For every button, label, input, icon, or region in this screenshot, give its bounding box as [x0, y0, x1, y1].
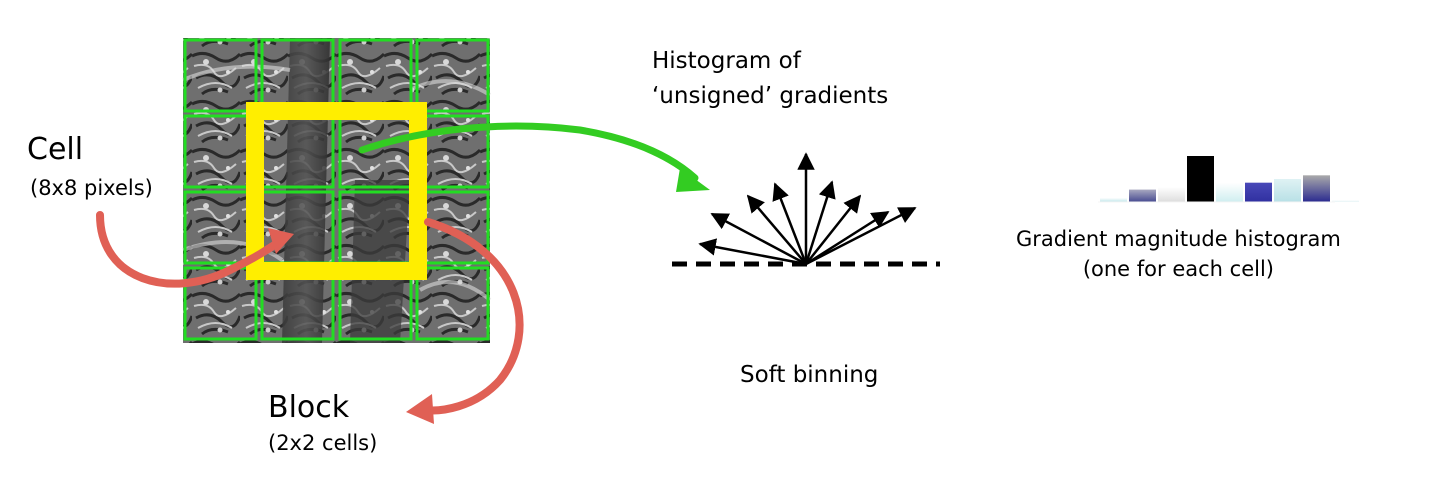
histogram-bar — [1158, 186, 1185, 202]
gradient-fan — [698, 152, 917, 266]
gradient-arrow-line — [710, 212, 807, 266]
magnitude-label-line1: Gradient magnitude histogram — [1016, 227, 1341, 251]
histogram-bar — [1129, 189, 1156, 202]
block-subtitle: (2x2 cells) — [268, 431, 378, 455]
block-arrow — [406, 218, 524, 424]
gradient-arrow-line — [805, 206, 917, 266]
histogram-title: Histogram of ‘unsigned’ gradients — [652, 44, 888, 114]
gradient-arrow-line — [772, 182, 808, 265]
cell-title: Cell — [27, 132, 84, 167]
block-outline — [246, 102, 427, 280]
cell-subtitle: (8x8 pixels) — [30, 176, 153, 200]
gradient-arrow-line — [805, 194, 862, 265]
block-title: Block — [268, 390, 350, 425]
cell-arrow — [96, 211, 294, 288]
histogram-bar — [1245, 182, 1272, 202]
histogram-bar — [1187, 156, 1214, 202]
grid-cell — [183, 266, 258, 341]
gradient-arrow-line — [805, 210, 890, 266]
magnitude-label: Gradient magnitude histogram (one for ea… — [1016, 224, 1341, 284]
histogram-title-line2: ‘unsigned’ gradients — [652, 83, 889, 109]
gradient-arrow-line — [746, 194, 807, 265]
gradient-arrow — [358, 122, 710, 192]
histogram-bar — [1274, 179, 1301, 202]
gradient-arrow-line — [804, 180, 836, 265]
histogram-bar — [1303, 175, 1330, 202]
magnitude-histogram — [1100, 156, 1359, 202]
magnitude-label-line2: (one for each cell) — [1082, 257, 1274, 281]
histogram-bar — [1216, 182, 1243, 202]
histogram-bar — [1100, 197, 1127, 202]
grid-cell — [183, 38, 258, 113]
grid-cell — [415, 266, 490, 341]
gradient-arrow-line — [698, 238, 807, 266]
histogram-title-line1: Histogram of — [652, 48, 801, 74]
histogram-bar — [1332, 200, 1359, 202]
soft-binning-label: Soft binning — [740, 362, 879, 388]
grid-cell — [415, 38, 490, 113]
